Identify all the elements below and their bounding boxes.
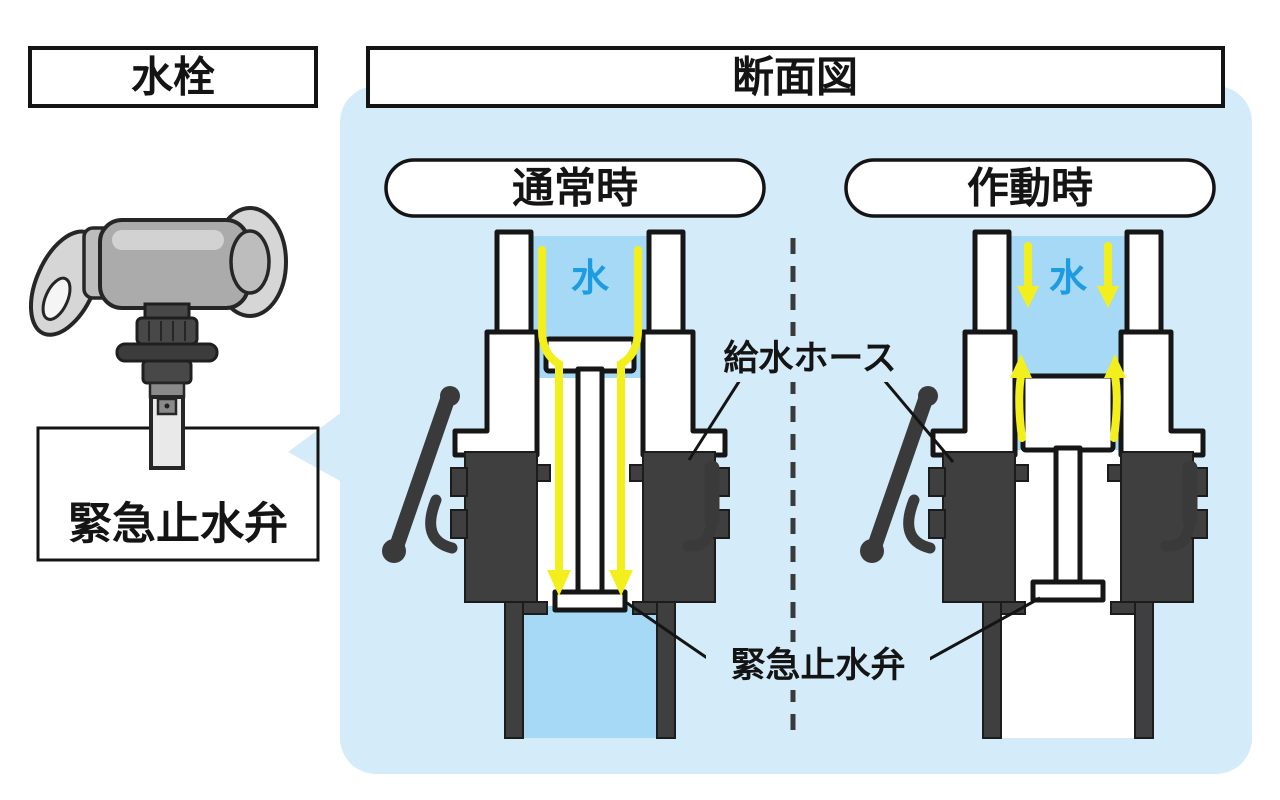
faucet-handle-hole bbox=[41, 276, 72, 321]
pill-activated-state: 作動時 bbox=[844, 158, 1216, 218]
pill-normal-state: 通常時 bbox=[384, 158, 766, 218]
faucet-body-highlight bbox=[112, 230, 224, 250]
supply-hose-pointer-right bbox=[882, 379, 955, 463]
header-cross-section: 断面図 bbox=[366, 46, 1225, 108]
valve-plate-open bbox=[552, 589, 628, 613]
valve-body-dark bbox=[450, 451, 730, 739]
faucet-illustration bbox=[28, 206, 288, 470]
housing-left bbox=[930, 329, 1018, 458]
cross-section-title: 断面図 bbox=[732, 53, 858, 102]
flow-arrows-down bbox=[538, 246, 642, 596]
water-outflow bbox=[523, 606, 657, 738]
supply-hose-pointer-left bbox=[687, 379, 742, 461]
faucet-title: 水栓 bbox=[131, 53, 215, 102]
callout-emergency-valve-label: 緊急止水弁 bbox=[68, 499, 288, 550]
water-label-normal: 水 bbox=[571, 256, 610, 300]
label-supply-hose: 給水ホース bbox=[687, 336, 955, 463]
hose-clamp-lever bbox=[860, 386, 1198, 563]
panel-pointer-notch bbox=[288, 412, 342, 482]
cross-section-normal: 水 bbox=[382, 229, 730, 739]
cross-section-activated: 水 bbox=[860, 229, 1208, 739]
flow-arrows-blocked bbox=[1010, 242, 1126, 442]
header-faucet: 水栓 bbox=[28, 46, 318, 108]
callout-emergency-valve: 緊急止水弁 bbox=[36, 426, 320, 562]
valve-body-dark bbox=[928, 451, 1208, 739]
emergency-valve-pointer-right bbox=[923, 596, 1041, 664]
water-label-activated: 水 bbox=[1049, 256, 1088, 300]
faucet-valve-stack bbox=[115, 302, 219, 399]
hose-clamp-lever bbox=[382, 386, 720, 563]
valve-plate-closed bbox=[1030, 579, 1106, 603]
emergency-valve-label: 緊急止水弁 bbox=[730, 646, 905, 686]
emergency-valve-pointer-left bbox=[626, 601, 714, 664]
normal-state-label: 通常時 bbox=[512, 164, 638, 213]
label-emergency-valve: 緊急止水弁 bbox=[626, 596, 1041, 690]
supply-hose-label: 給水ホース bbox=[723, 339, 896, 379]
activated-state-label: 作動時 bbox=[967, 164, 1093, 213]
faucet-cap-inner bbox=[229, 229, 271, 295]
empty-outflow bbox=[1001, 604, 1135, 738]
housing-left bbox=[452, 329, 540, 458]
